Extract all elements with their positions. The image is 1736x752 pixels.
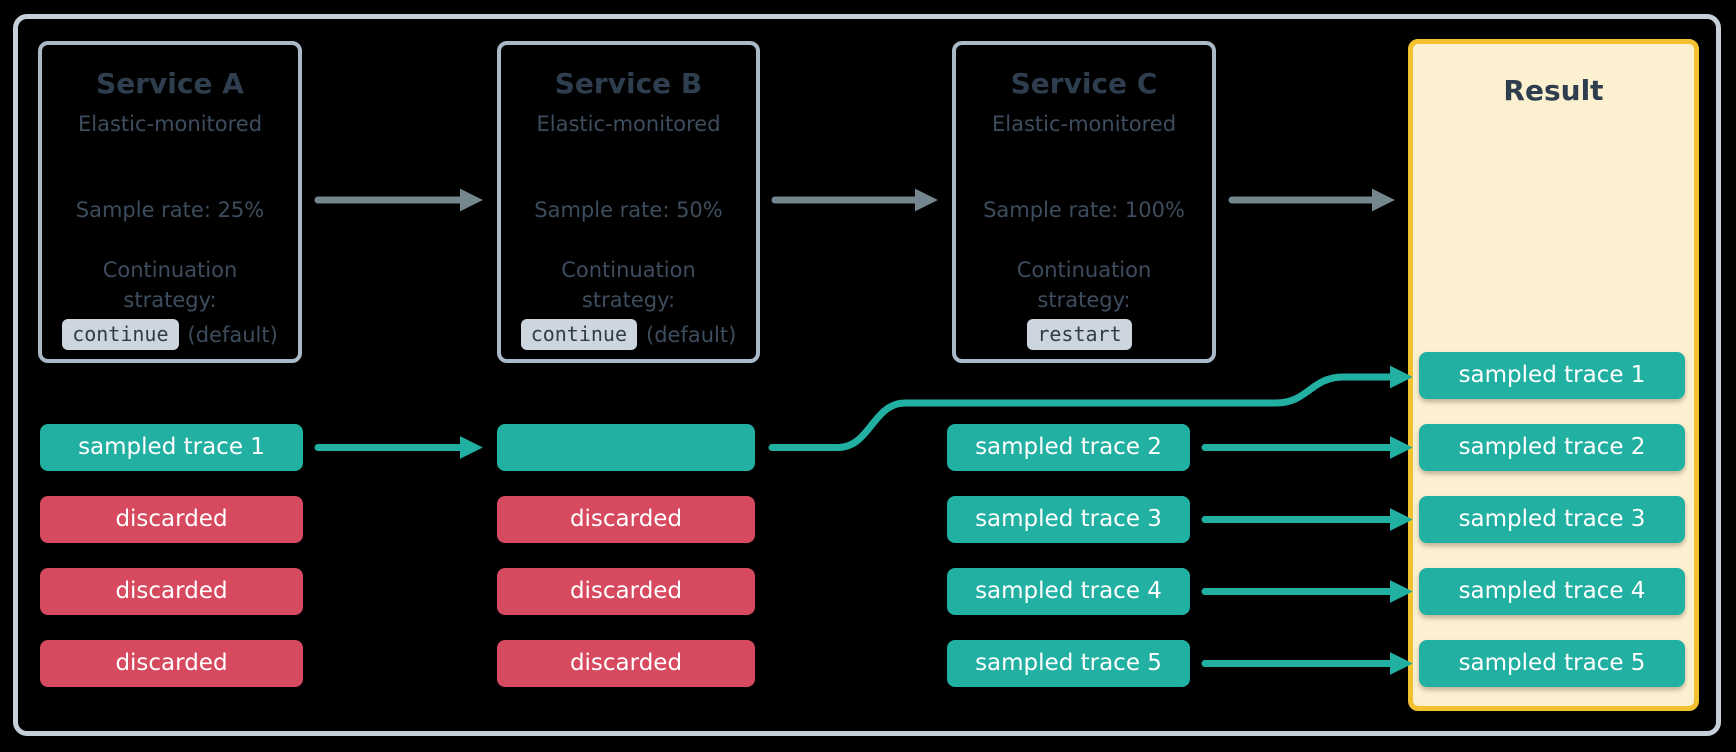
chip-b-discarded-3: discarded	[497, 640, 755, 687]
service-b-sample-rate: Sample rate: 50%	[534, 198, 723, 222]
chip-result-sampled-trace-1: sampled trace 1	[1419, 352, 1685, 399]
service-c-sample-rate: Sample rate: 100%	[983, 198, 1185, 222]
service-a-monitoring: Elastic-monitored	[77, 112, 263, 136]
chip-a-discarded-3: discarded	[40, 640, 303, 687]
service-c-title: Service C	[1010, 67, 1158, 100]
strategy-label-line2: strategy:	[1037, 288, 1131, 312]
service-c-strategy-badge: restart	[1027, 319, 1132, 350]
service-c-box: Service C Elastic-monitored Sample rate:…	[952, 41, 1216, 363]
strategy-label-line2: strategy:	[581, 288, 676, 312]
chip-b-sampled-unlabeled	[497, 424, 755, 471]
strategy-label-line1: Continuation	[561, 258, 696, 282]
service-b-monitoring: Elastic-monitored	[536, 112, 721, 136]
service-c-strategy-label: Continuation strategy:	[1017, 255, 1152, 315]
service-a-strategy-suffix: (default)	[187, 322, 278, 347]
chip-c-sampled-trace-5: sampled trace 5	[947, 640, 1190, 687]
strategy-label-line2: strategy:	[123, 288, 217, 312]
strategy-label-line1: Continuation	[102, 258, 238, 282]
service-a-box: Service A Elastic-monitored Sample rate:…	[38, 41, 302, 363]
chip-a-sampled-trace-1: sampled trace 1	[40, 424, 303, 471]
service-b-strategy-label: Continuation strategy:	[561, 255, 696, 315]
result-title: Result	[1503, 74, 1604, 107]
service-c-strategy-row: restart	[1027, 319, 1140, 350]
service-c-monitoring: Elastic-monitored	[991, 112, 1177, 136]
service-b-strategy-row: continue (default)	[520, 319, 737, 350]
service-b-strategy-suffix: (default)	[646, 322, 737, 347]
chip-result-sampled-trace-2: sampled trace 2	[1419, 424, 1685, 471]
service-a-title: Service A	[96, 67, 244, 100]
service-b-box: Service B Elastic-monitored Sample rate:…	[497, 41, 760, 363]
chip-result-sampled-trace-5: sampled trace 5	[1419, 640, 1685, 687]
chip-result-sampled-trace-3: sampled trace 3	[1419, 496, 1685, 543]
chip-c-sampled-trace-4: sampled trace 4	[947, 568, 1190, 615]
chip-c-sampled-trace-2: sampled trace 2	[947, 424, 1190, 471]
chip-result-sampled-trace-4: sampled trace 4	[1419, 568, 1685, 615]
service-a-strategy-row: continue (default)	[62, 319, 278, 350]
service-a-sample-rate: Sample rate: 25%	[75, 198, 265, 222]
chip-a-discarded-1: discarded	[40, 496, 303, 543]
service-b-title: Service B	[554, 67, 703, 100]
service-b-strategy-badge: continue	[520, 319, 638, 350]
diagram-outer-frame	[13, 14, 1721, 736]
service-a-strategy-badge: continue	[62, 319, 179, 350]
chip-b-discarded-1: discarded	[497, 496, 755, 543]
chip-b-discarded-2: discarded	[497, 568, 755, 615]
chip-c-sampled-trace-3: sampled trace 3	[947, 496, 1190, 543]
strategy-label-line1: Continuation	[1016, 258, 1152, 282]
chip-a-discarded-2: discarded	[40, 568, 303, 615]
service-a-strategy-label: Continuation strategy:	[103, 255, 238, 315]
